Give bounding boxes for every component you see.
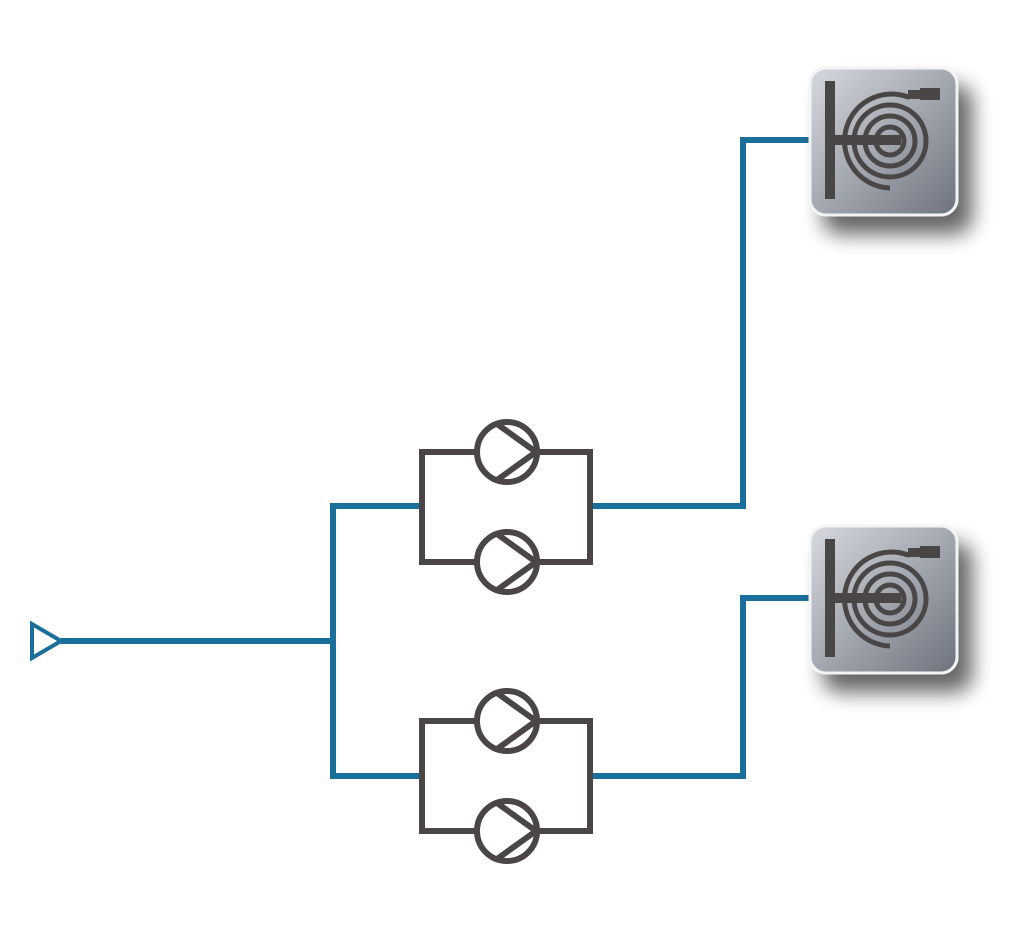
fire-hose-reel-icon[interactable] xyxy=(810,68,957,215)
fire-hose-reel-icon[interactable] xyxy=(810,526,957,673)
pipe-network xyxy=(30,137,810,779)
pump-icon[interactable] xyxy=(477,422,537,482)
pump-icon[interactable] xyxy=(477,801,537,861)
pump-group-2 xyxy=(419,691,593,861)
pump-icon[interactable] xyxy=(477,532,537,592)
outlet-pipe-2 xyxy=(590,595,810,779)
manifold-pipe xyxy=(330,503,422,779)
outlet-pipe-1 xyxy=(590,137,810,509)
inlet-triangle-icon xyxy=(30,620,65,662)
pump-icon[interactable] xyxy=(477,691,537,751)
pump-group-1 xyxy=(419,422,593,592)
